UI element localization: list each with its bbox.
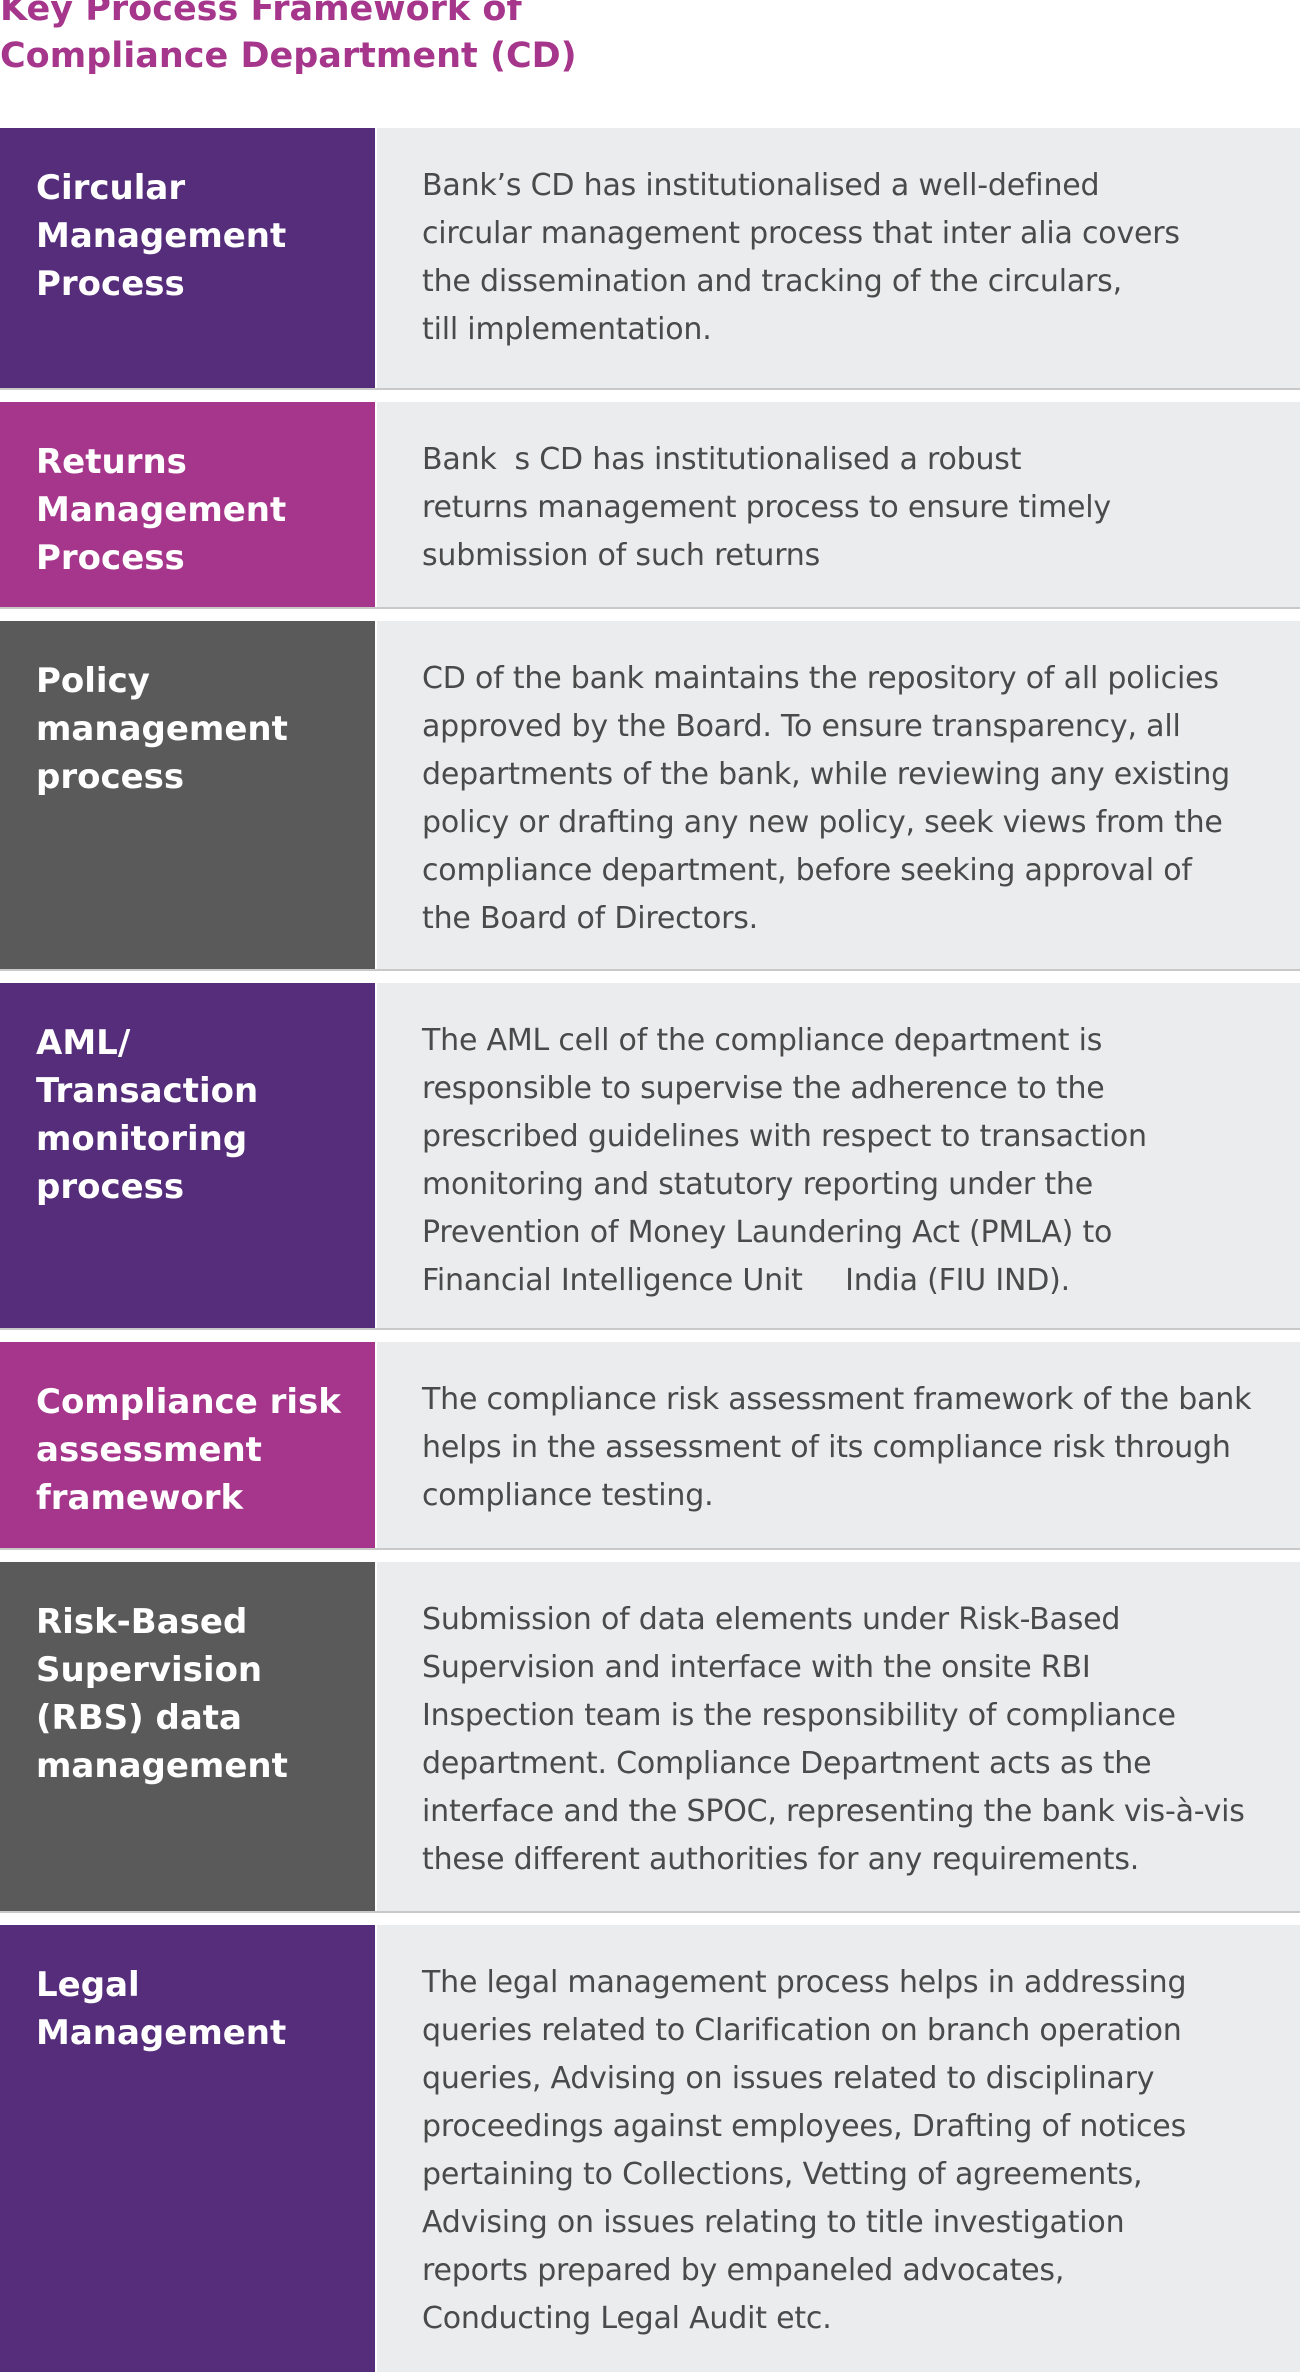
- process-description: Submission of data elements under Risk-B…: [377, 1562, 1300, 1911]
- process-label: Circular Management Process: [0, 128, 375, 388]
- process-description: The legal management process helps in ad…: [377, 1925, 1300, 2372]
- process-row-compliance-risk: Compliance risk assessment framework The…: [0, 1342, 1300, 1550]
- process-row-legal: Legal Management The legal management pr…: [0, 1925, 1300, 2372]
- process-label: AML/ Transaction monitoring process: [0, 983, 375, 1328]
- process-row-circular: Circular Management Process Bank’s CD ha…: [0, 128, 1300, 390]
- process-row-rbs: Risk-Based Supervision (RBS) data manage…: [0, 1562, 1300, 1913]
- process-row-aml: AML/ Transaction monitoring process The …: [0, 983, 1300, 1330]
- process-label: Risk-Based Supervision (RBS) data manage…: [0, 1562, 375, 1911]
- process-description: Bank’s CD has institutionalised a well-d…: [377, 128, 1300, 388]
- process-row-returns: Returns Management Process Banks CD has…: [0, 402, 1300, 609]
- process-description: Banks CD has institutionalised a robust…: [377, 402, 1300, 607]
- process-label: Returns Management Process: [0, 402, 375, 607]
- process-row-policy: Policy management process CD of the bank…: [0, 621, 1300, 971]
- process-label: Compliance risk assessment framework: [0, 1342, 375, 1548]
- process-description: The AML cell of the compliance departmen…: [377, 983, 1300, 1328]
- process-label: Policy management process: [0, 621, 375, 969]
- page-title: Key Process Framework of Compliance Depa…: [0, 0, 577, 76]
- process-table: Circular Management Process Bank’s CD ha…: [0, 128, 1300, 2372]
- process-description: CD of the bank maintains the repository …: [377, 621, 1300, 969]
- process-label: Legal Management: [0, 1925, 375, 2372]
- process-description: The compliance risk assessment framework…: [377, 1342, 1300, 1548]
